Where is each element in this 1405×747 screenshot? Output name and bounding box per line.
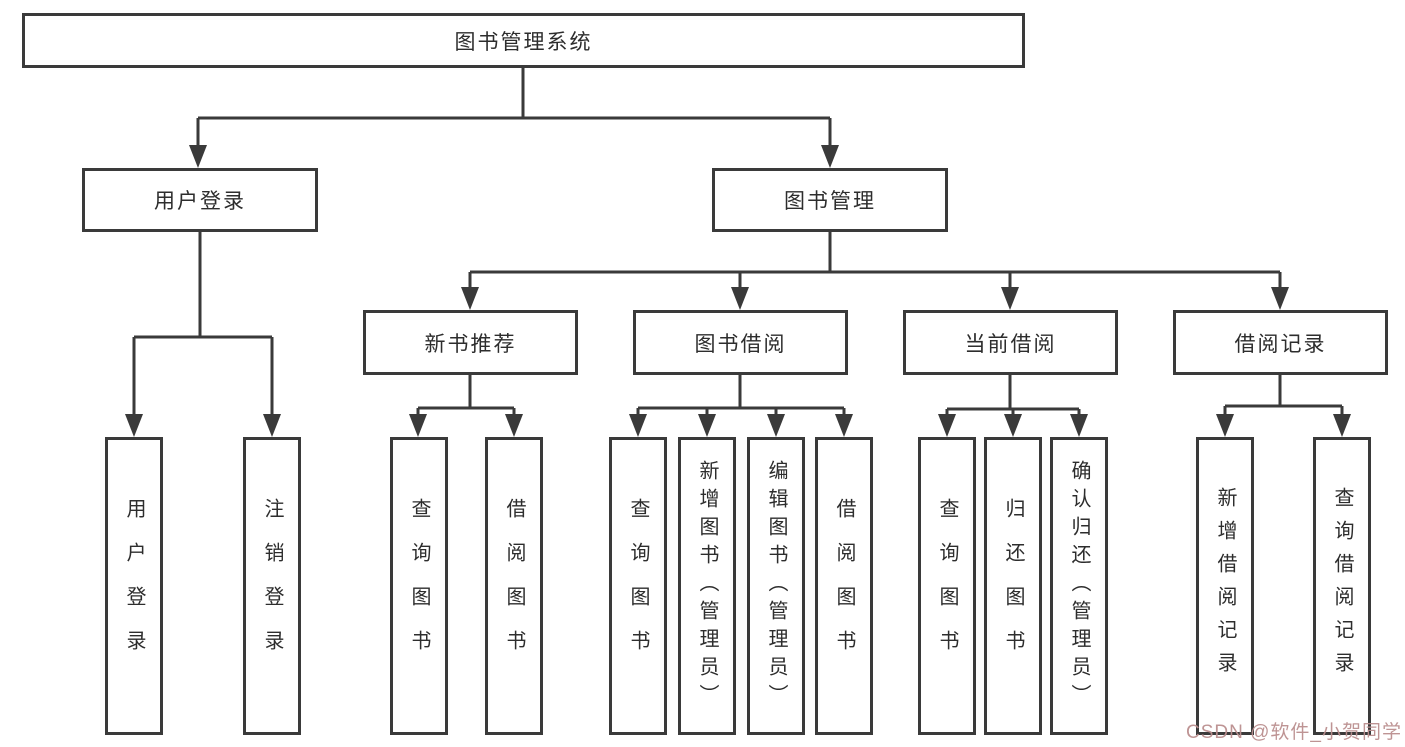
arrowhead bbox=[505, 414, 523, 437]
node-library-system: 图书管理系统 bbox=[22, 13, 1025, 68]
arrowhead bbox=[409, 414, 427, 437]
leaf-add-borrow-record: 新增借阅记录 bbox=[1196, 437, 1254, 735]
leaf-add-books-admin: 新增图书（管理员） bbox=[678, 437, 736, 735]
arrowhead bbox=[189, 145, 207, 168]
arrowhead bbox=[731, 287, 749, 310]
node-borrowing-records: 借阅记录 bbox=[1173, 310, 1388, 375]
arrowhead bbox=[263, 414, 281, 437]
leaf-return-books: 归还图书 bbox=[984, 437, 1042, 735]
node-book-management: 图书管理 bbox=[712, 168, 948, 232]
arrowhead bbox=[938, 414, 956, 437]
leaf-user-login: 用户登录 bbox=[105, 437, 163, 735]
node-book-borrowing: 图书借阅 bbox=[633, 310, 848, 375]
arrowhead bbox=[125, 414, 143, 437]
arrowhead bbox=[767, 414, 785, 437]
arrowhead bbox=[629, 414, 647, 437]
arrowheads bbox=[125, 145, 1351, 437]
leaf-recommend-search-books: 查询图书 bbox=[390, 437, 448, 735]
connector-borrowing-records-children bbox=[1223, 375, 1344, 419]
connector-new-book-children bbox=[416, 375, 516, 419]
connector-book-management-children bbox=[468, 232, 1282, 292]
node-current-borrowing: 当前借阅 bbox=[903, 310, 1118, 375]
leaf-confirm-return-admin: 确认归还（管理员） bbox=[1050, 437, 1108, 735]
connector-current-borrowing-children bbox=[945, 375, 1081, 419]
node-user-login: 用户登录 bbox=[82, 168, 318, 232]
leaf-search-borrow-record: 查询借阅记录 bbox=[1313, 437, 1371, 735]
leaf-edit-books-admin: 编辑图书（管理员） bbox=[747, 437, 805, 735]
leaf-logout: 注销登录 bbox=[243, 437, 301, 735]
leaf-recommend-borrow-books: 借阅图书 bbox=[485, 437, 543, 735]
arrowhead bbox=[835, 414, 853, 437]
connector-user-login-children bbox=[132, 232, 274, 419]
arrowhead bbox=[821, 145, 839, 168]
arrowhead bbox=[698, 414, 716, 437]
connector-book-borrowing-children bbox=[636, 375, 846, 419]
arrowhead bbox=[461, 287, 479, 310]
node-new-book-recommendation: 新书推荐 bbox=[363, 310, 578, 375]
arrowhead bbox=[1004, 414, 1022, 437]
arrowhead bbox=[1216, 414, 1234, 437]
arrowhead bbox=[1070, 414, 1088, 437]
arrowhead bbox=[1333, 414, 1351, 437]
connector-root-to-level2 bbox=[196, 68, 832, 150]
arrowhead bbox=[1001, 287, 1019, 310]
arrowhead bbox=[1271, 287, 1289, 310]
leaf-borrowing-borrow-books: 借阅图书 bbox=[815, 437, 873, 735]
leaf-current-search-books: 查询图书 bbox=[918, 437, 976, 735]
watermark: CSDN @软件_小贺同学 bbox=[1186, 722, 1402, 743]
leaf-borrowing-search-books: 查询图书 bbox=[609, 437, 667, 735]
